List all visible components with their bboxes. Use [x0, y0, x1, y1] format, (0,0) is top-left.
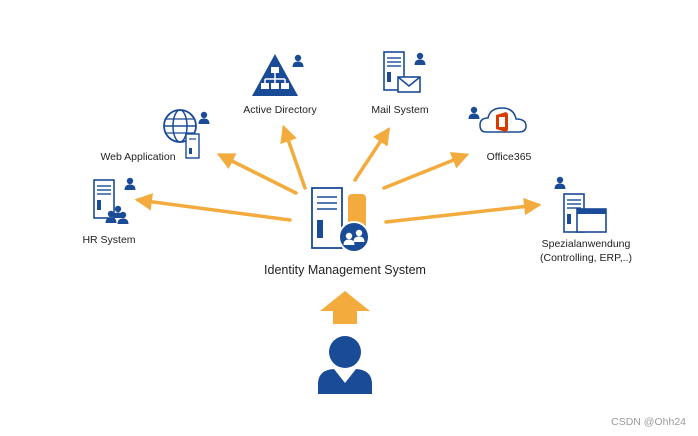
- watermark: CSDN @Ohh24: [611, 416, 686, 428]
- mail-system-label: Mail System: [371, 104, 429, 116]
- identity-system-icon: [311, 187, 370, 253]
- hr-system-icon: [93, 177, 136, 224]
- special-application-label: Spezialanwendung (Controlling, ERP,..): [540, 237, 632, 265]
- up-arrow: [320, 291, 370, 324]
- active-directory-icon: [252, 54, 304, 96]
- arrow-to-office365: [382, 152, 470, 190]
- arrow-to-mail-system: [353, 127, 390, 182]
- hr-system-label: HR System: [82, 234, 136, 246]
- active-directory-label: Active Directory: [243, 104, 317, 116]
- arrow-to-special-application: [384, 197, 542, 224]
- special-application-icon: [554, 176, 607, 233]
- connection-arrows: [134, 124, 542, 224]
- office365-icon: [468, 106, 527, 133]
- web-application-label: Web Application: [100, 151, 176, 163]
- office365-label: Office365: [486, 151, 532, 163]
- arrow-to-web-application: [216, 153, 298, 195]
- web-application-icon: [163, 109, 210, 159]
- special-application-subtitle: (Controlling, ERP,..): [539, 252, 633, 264]
- mail-system-icon: [383, 51, 426, 93]
- user-icon: [318, 336, 372, 394]
- arrow-to-active-directory: [280, 124, 307, 190]
- identity-management-label: Identity Management System: [264, 263, 426, 277]
- arrow-to-hr-system: [134, 193, 292, 222]
- special-application-title: Spezialanwendung: [541, 238, 631, 250]
